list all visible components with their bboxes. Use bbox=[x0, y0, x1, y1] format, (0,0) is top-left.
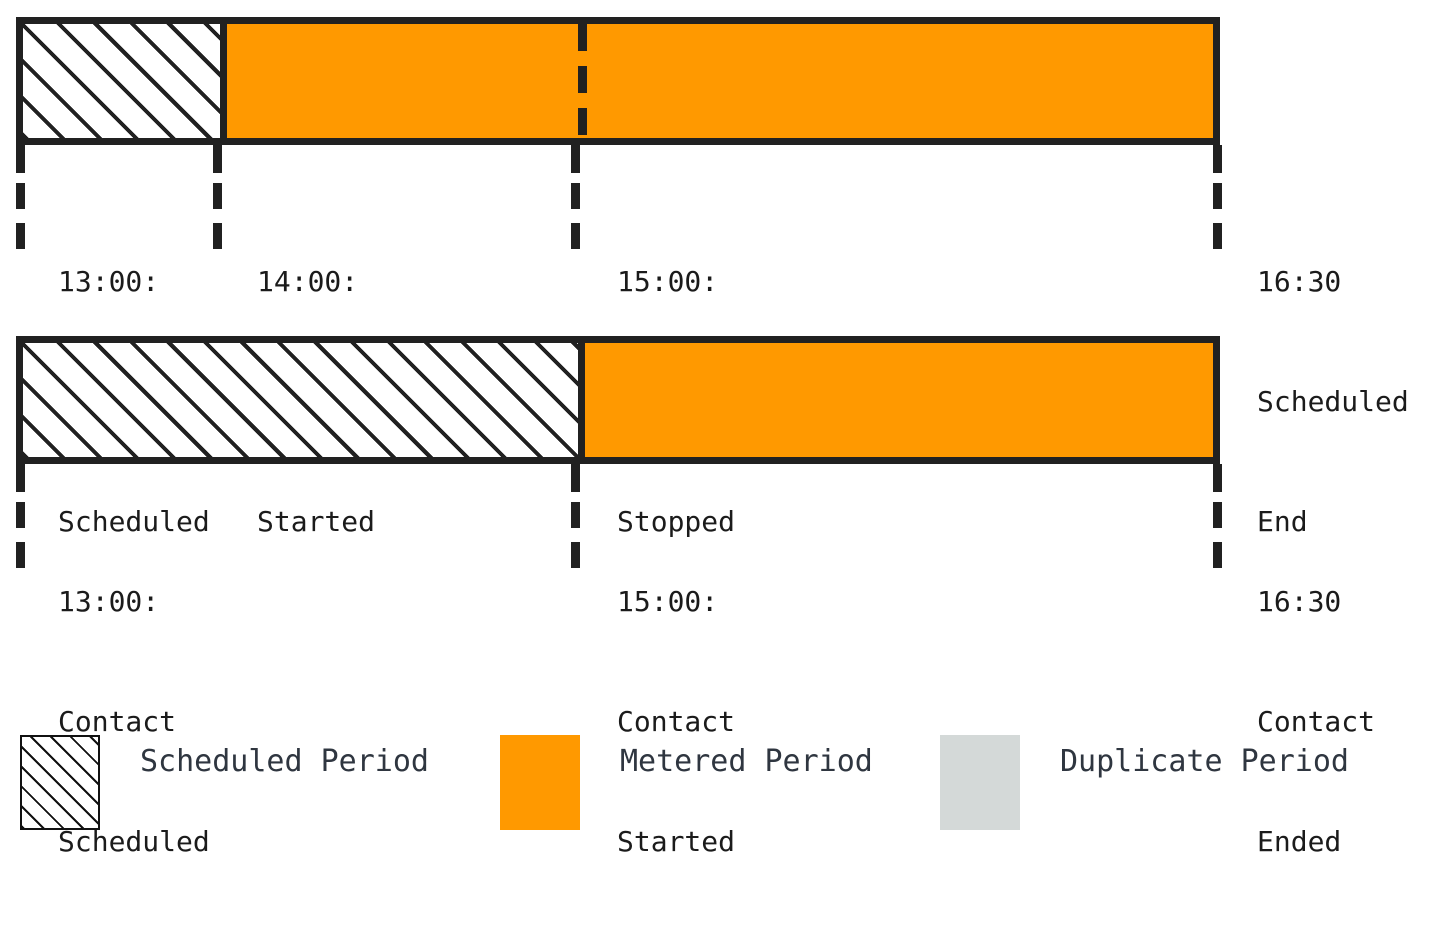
legend-item-scheduled: Scheduled Period bbox=[20, 700, 440, 840]
legend-label-scheduled: Scheduled Period bbox=[140, 744, 429, 779]
segment-metered-2 bbox=[578, 343, 1213, 457]
timeline-diagram: 13:00: Contact Scheduled 14:00: Contact … bbox=[0, 17, 1448, 858]
tick-stub bbox=[213, 145, 222, 173]
tick-dash bbox=[213, 223, 222, 249]
segment-marker-1500-dashed bbox=[578, 24, 587, 138]
tick-dash bbox=[571, 542, 580, 568]
tick-label-line2: End bbox=[1257, 505, 1308, 538]
legend-label-metered: Metered Period bbox=[620, 744, 873, 779]
tick-label-line2: Scheduled bbox=[58, 505, 210, 538]
segment-scheduled-2 bbox=[23, 343, 578, 457]
segment-metered-1 bbox=[220, 24, 1213, 138]
tick-label-time: 14:00: bbox=[257, 265, 359, 298]
tick-dash bbox=[213, 183, 222, 209]
legend-item-metered: Metered Period bbox=[500, 700, 920, 840]
tick-dash bbox=[16, 183, 25, 209]
tick-label-line1: Contact bbox=[58, 705, 177, 738]
tick-label-line1: Contact bbox=[1257, 705, 1376, 738]
timeline-bar-2 bbox=[16, 336, 1220, 464]
tick-label-line1: Scheduled bbox=[1257, 385, 1409, 418]
tick-dash bbox=[16, 542, 25, 568]
legend: Scheduled Period Metered Period Duplicat… bbox=[0, 700, 1448, 840]
timeline-bar-1 bbox=[16, 17, 1220, 145]
legend-swatch-metered-icon bbox=[500, 735, 580, 830]
tick-label-time: 15:00: bbox=[617, 585, 719, 618]
legend-item-duplicate: Duplicate Period bbox=[940, 700, 1380, 840]
legend-swatch-scheduled-icon bbox=[20, 735, 100, 830]
tick-dash bbox=[1213, 223, 1222, 249]
tick-stub bbox=[1213, 464, 1222, 492]
tick-stub bbox=[571, 145, 580, 173]
tick-dash bbox=[1213, 502, 1222, 528]
tick-label-time: 13:00: bbox=[58, 585, 160, 618]
tick-label-time: 13:00: bbox=[58, 265, 160, 298]
tick-dash bbox=[1213, 542, 1222, 568]
tick-label-1-1630: 16:30 Scheduled End bbox=[1257, 182, 1409, 622]
tick-dash bbox=[571, 502, 580, 528]
tick-stub bbox=[1213, 145, 1222, 173]
tick-stub bbox=[16, 464, 25, 492]
tick-label-time: 15:00: bbox=[617, 265, 719, 298]
tick-stub bbox=[571, 464, 580, 492]
tick-label-time: 16:30 bbox=[1257, 585, 1342, 618]
segment-scheduled-1 bbox=[23, 24, 220, 138]
tick-label-time: 16:30 bbox=[1257, 265, 1342, 298]
tick-label-line2: Stopped bbox=[617, 505, 736, 538]
segment-boundary-1400 bbox=[220, 24, 227, 138]
tick-stub bbox=[16, 145, 25, 173]
tick-dash bbox=[571, 183, 580, 209]
legend-swatch-duplicate-icon bbox=[940, 735, 1020, 830]
tick-dash bbox=[1213, 183, 1222, 209]
tick-label-line1: Contact bbox=[617, 705, 736, 738]
segment-boundary-1500 bbox=[578, 343, 585, 457]
tick-dash bbox=[16, 502, 25, 528]
tick-dash bbox=[16, 223, 25, 249]
tick-dash bbox=[571, 223, 580, 249]
tick-label-line2: Started bbox=[257, 505, 376, 538]
legend-label-duplicate: Duplicate Period bbox=[1060, 744, 1349, 779]
